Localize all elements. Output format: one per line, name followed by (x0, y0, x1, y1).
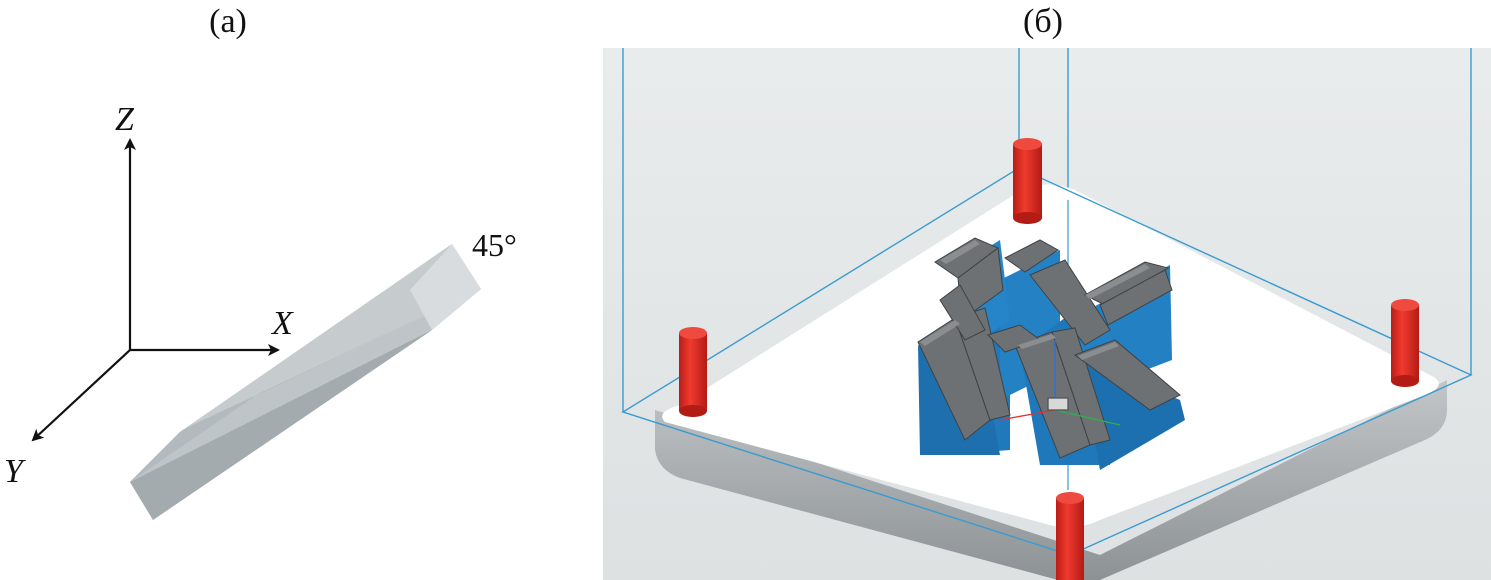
bar-upper-face (180, 244, 481, 432)
x-axis-label: X (270, 305, 294, 342)
tilted-bar-specimen (130, 244, 481, 520)
printed-parts-cluster (917, 237, 1185, 470)
panel-a: (a) Z X Y 45° (4, 3, 517, 520)
panel-a-label: (a) (209, 3, 247, 40)
pin-right (1391, 299, 1419, 387)
panel-b-label: (б) (1023, 3, 1063, 40)
z-axis-label: Z (115, 101, 135, 138)
origin-triad (999, 340, 1121, 426)
pin-back (1013, 138, 1042, 224)
panel-b: (б) (603, 3, 1491, 580)
coordinate-axes: Z X Y (4, 101, 294, 490)
build-platform-side (655, 380, 1447, 580)
bar-bottom-face (130, 330, 432, 520)
pin-left (679, 327, 707, 417)
angle-label: 45° (472, 227, 517, 263)
y-axis-arrow (31, 349, 131, 442)
red-locator-pins (679, 138, 1419, 580)
y-axis-label: Y (4, 453, 26, 490)
bar-end-face (410, 244, 481, 330)
pin-front (1056, 492, 1084, 580)
